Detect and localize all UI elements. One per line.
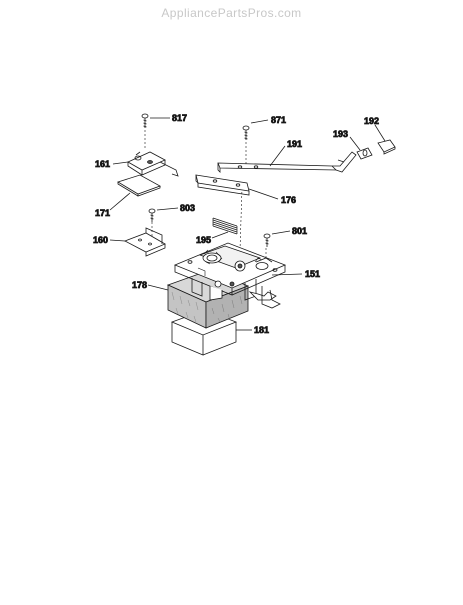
part-195-spring[interactable] <box>212 217 238 235</box>
part-191-long-bracket[interactable] <box>217 151 357 173</box>
label-176[interactable]: 176 <box>281 195 297 206</box>
leader-151 <box>271 273 303 276</box>
label-193[interactable]: 193 <box>333 129 349 140</box>
label-195[interactable]: 195 <box>196 235 212 246</box>
part-160-bracket[interactable] <box>124 227 166 257</box>
part-193-pin[interactable] <box>356 147 373 160</box>
label-160[interactable]: 160 <box>93 235 109 246</box>
part-871-screw[interactable] <box>242 125 250 140</box>
assembly-guide-lines <box>144 130 267 262</box>
part-803-screw[interactable] <box>148 208 156 222</box>
leader-160 <box>109 239 126 242</box>
leader-801 <box>271 230 291 235</box>
site-watermark: AppliancePartsPros.com <box>161 6 302 20</box>
leader-192 <box>374 124 386 142</box>
leader-171 <box>109 192 131 211</box>
label-871[interactable]: 871 <box>271 115 287 126</box>
label-181[interactable]: 181 <box>254 325 270 336</box>
part-192-cap[interactable] <box>377 139 396 155</box>
leader-176 <box>248 188 279 200</box>
leader-191 <box>269 145 286 167</box>
label-151[interactable]: 151 <box>305 269 321 280</box>
label-817[interactable]: 817 <box>172 113 188 124</box>
part-161-bracket[interactable] <box>127 151 179 177</box>
label-171[interactable]: 171 <box>95 208 111 219</box>
leader-195 <box>211 231 229 239</box>
label-178[interactable]: 178 <box>132 280 148 291</box>
label-161[interactable]: 161 <box>95 159 111 170</box>
leader-178 <box>147 284 169 291</box>
leader-871 <box>250 119 269 124</box>
label-191[interactable]: 191 <box>287 139 303 150</box>
part-817-screw[interactable] <box>141 113 149 128</box>
leader-803 <box>156 207 179 211</box>
label-192[interactable]: 192 <box>364 116 380 127</box>
part-801-screw[interactable] <box>263 233 271 247</box>
label-801[interactable]: 801 <box>292 226 308 237</box>
part-171-plate[interactable] <box>117 174 161 197</box>
leader-193 <box>349 136 361 151</box>
label-803[interactable]: 803 <box>180 203 196 214</box>
part-176-bracket[interactable] <box>195 174 250 196</box>
leader-161 <box>112 161 129 165</box>
part-151-main-assembly[interactable] <box>173 242 287 309</box>
